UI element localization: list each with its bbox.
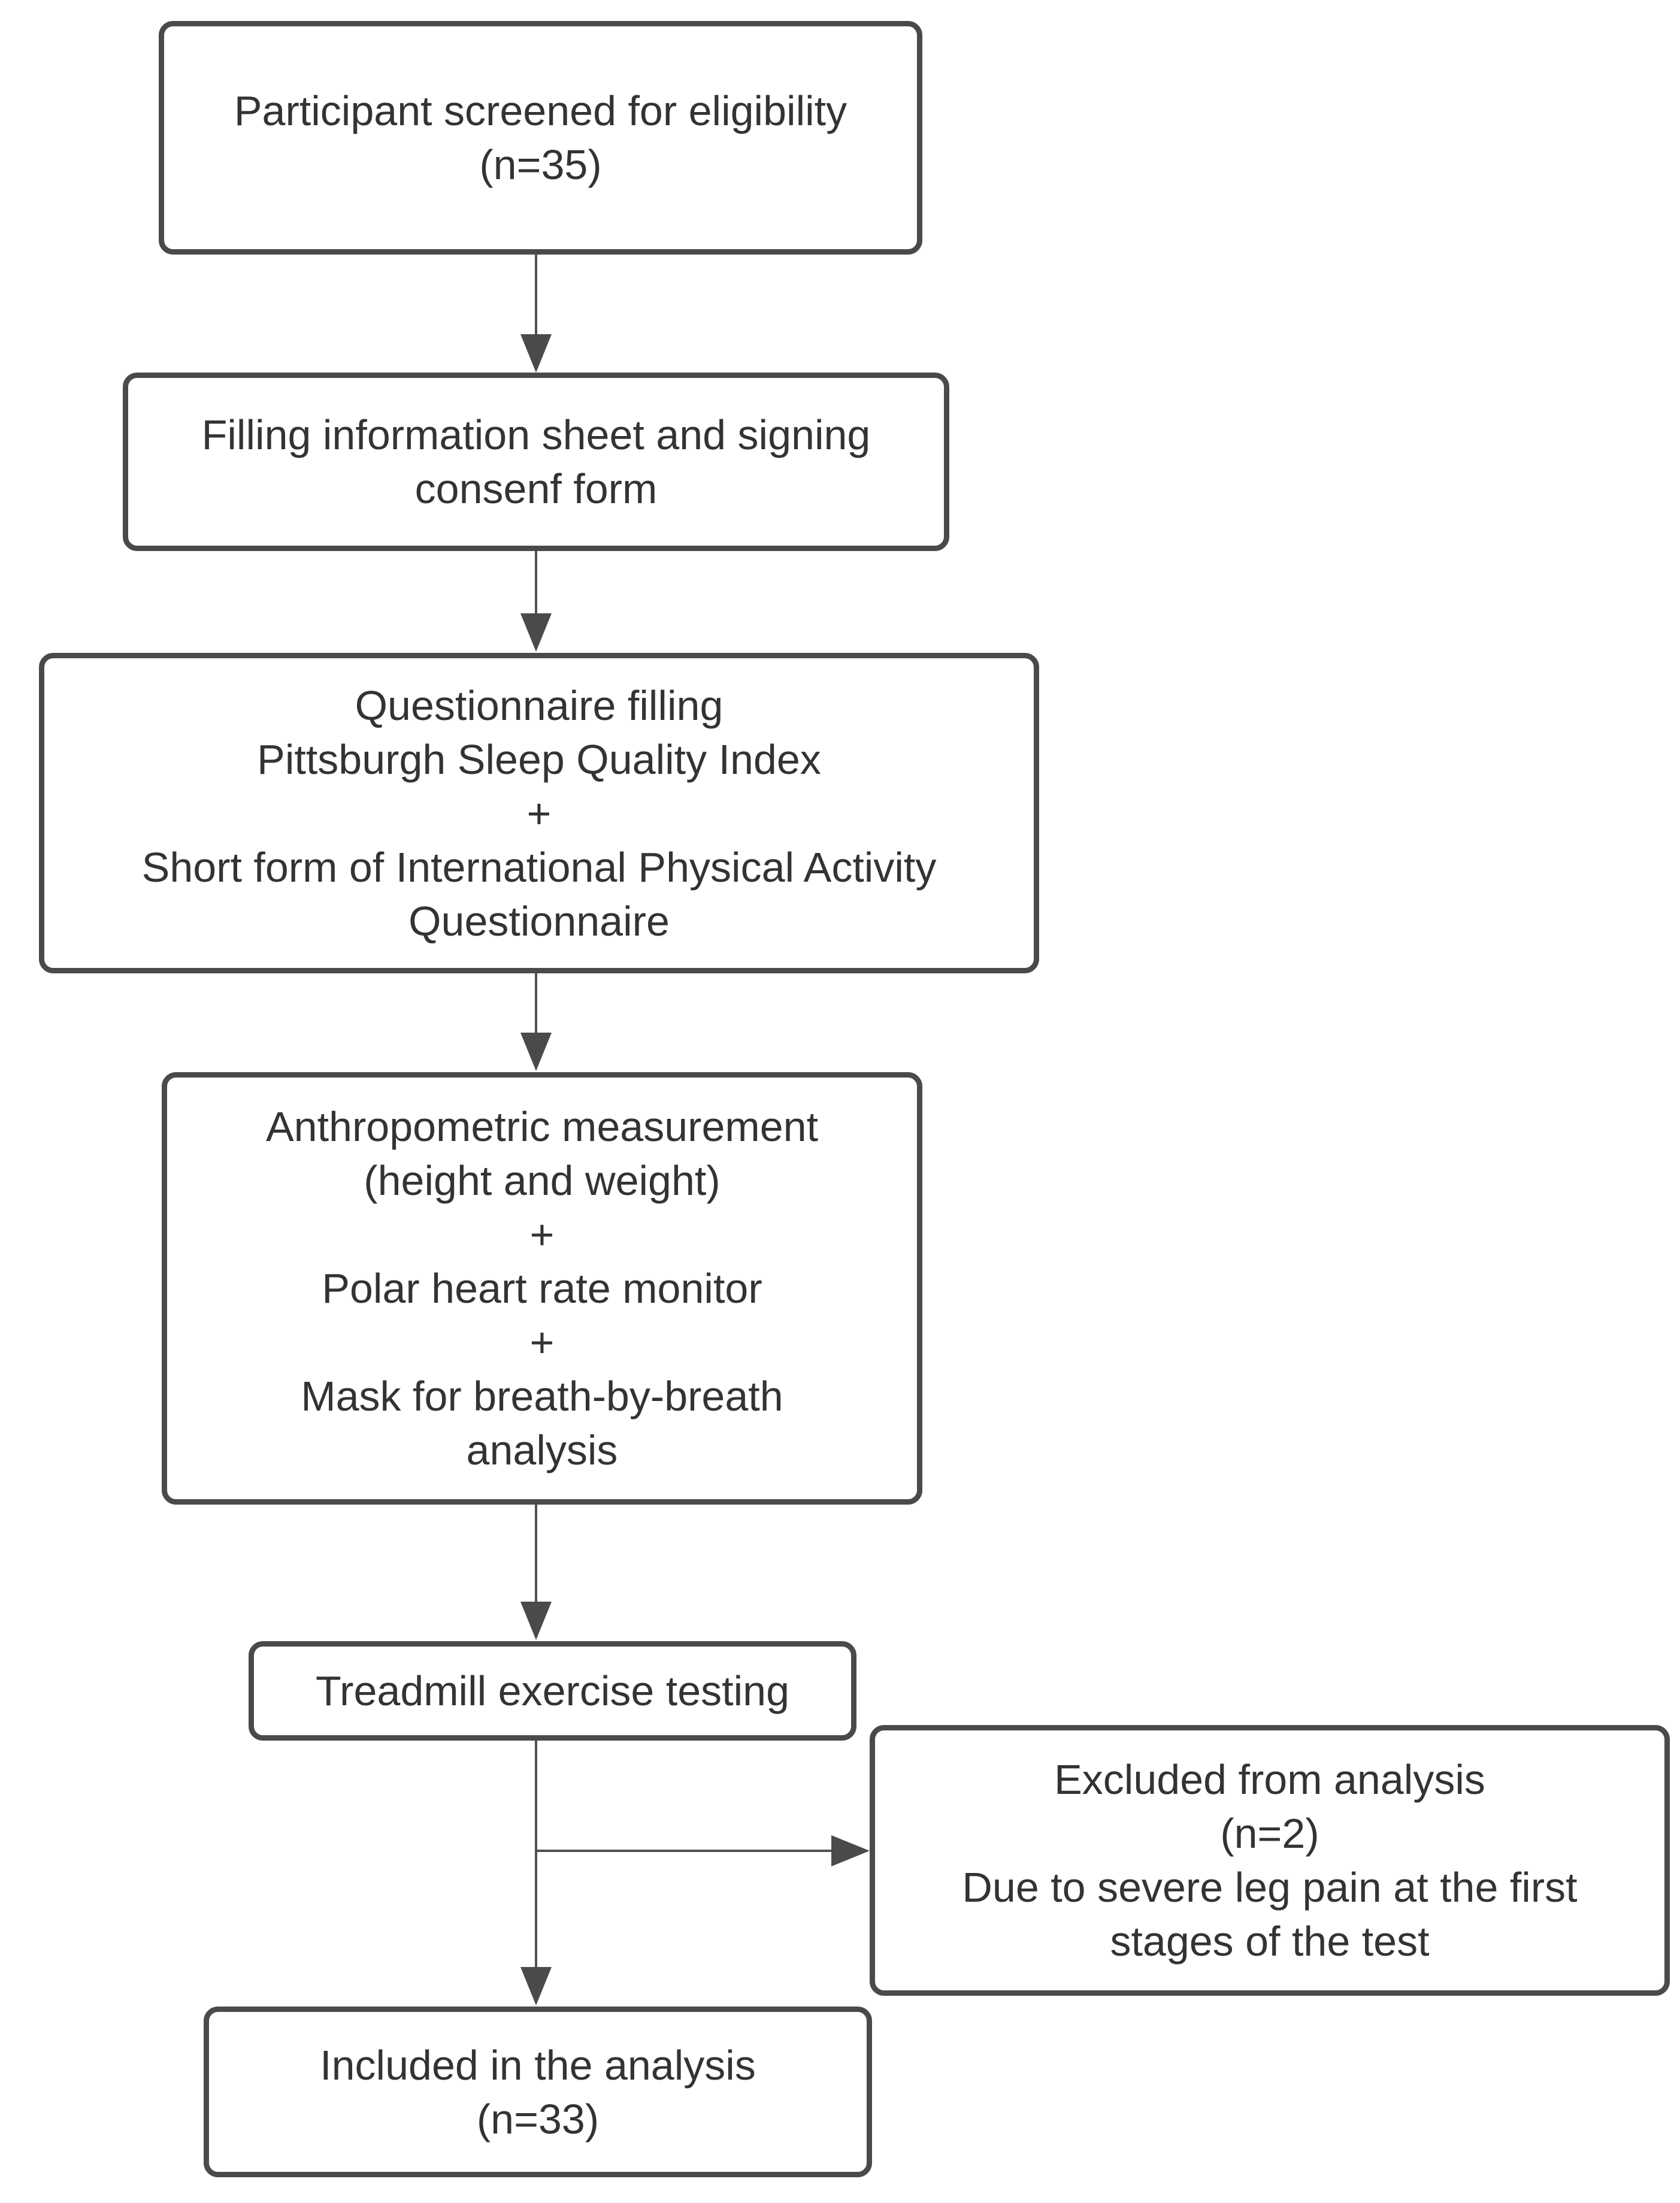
node-treadmill: Treadmill exercise testing <box>249 1641 856 1741</box>
node-consent: Filling information sheet and signing co… <box>123 373 949 551</box>
arrow-line-screening-to-consent <box>535 255 537 335</box>
arrowhead-down-icon <box>520 334 552 373</box>
arrow-line-branch-to-excluded <box>536 1850 833 1852</box>
node-treadmill-label: Treadmill exercise testing <box>315 1668 790 1714</box>
node-questionnaire: Questionnaire filling Pittsburgh Sleep Q… <box>39 653 1039 973</box>
arrow-line-treadmill-to-included <box>535 1741 537 1968</box>
arrowhead-down-icon <box>520 1033 552 1071</box>
node-screening-label: Participant screened for eligibility (n=… <box>234 87 847 188</box>
arrowhead-right-icon <box>831 1835 870 1866</box>
arrow-line-consent-to-questionnaire <box>535 551 537 614</box>
node-included: Included in the analysis (n=33) <box>204 2007 872 2177</box>
node-included-label: Included in the analysis (n=33) <box>320 2041 756 2143</box>
node-measurement-label: Anthropometric measurement (height and w… <box>265 1103 819 1473</box>
node-screening: Participant screened for eligibility (n=… <box>159 21 922 255</box>
arrowhead-down-icon <box>520 1967 552 2005</box>
node-excluded-label: Excluded from analysis (n=2) Due to seve… <box>962 1756 1578 1965</box>
arrow-line-questionnaire-to-measurement <box>535 973 537 1033</box>
node-measurement: Anthropometric measurement (height and w… <box>162 1072 922 1505</box>
node-questionnaire-label: Questionnaire filling Pittsburgh Sleep Q… <box>141 682 937 945</box>
arrow-line-measurement-to-treadmill <box>535 1505 537 1603</box>
arrowhead-down-icon <box>520 1602 552 1640</box>
node-consent-label: Filling information sheet and signing co… <box>201 411 871 512</box>
arrowhead-down-icon <box>520 613 552 652</box>
node-excluded: Excluded from analysis (n=2) Due to seve… <box>870 1725 1670 1996</box>
